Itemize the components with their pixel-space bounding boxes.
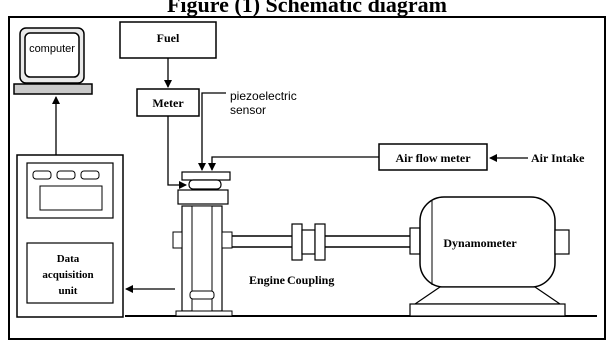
engine [172, 171, 233, 317]
computer-base [13, 83, 93, 95]
coupling-label: Coupling [287, 273, 334, 287]
engine-label: Engine [249, 273, 286, 287]
air-intake-label: Air Intake [531, 151, 585, 165]
piezo-label-line1: piezoelectric [230, 89, 297, 103]
cabinet-slot-3 [80, 170, 100, 180]
coupling-left-disc [291, 223, 303, 261]
air-flow-meter-label: Air flow meter [395, 151, 471, 165]
daq-label-line2: acquisition [42, 269, 93, 281]
engine-cylinder-head [181, 171, 231, 181]
cabinet-display [39, 185, 103, 211]
dynamometer-label: Dynamometer [443, 236, 517, 250]
coupling [291, 223, 326, 261]
dyno-left-cap [409, 227, 421, 255]
computer: computer [13, 27, 93, 95]
dynamometer [409, 196, 570, 317]
engine-left-flange [172, 231, 183, 249]
piezo-label-line2: sensor [230, 103, 266, 117]
arrow-meter-to-engine [167, 116, 187, 189]
engine-bottom-pad [189, 290, 215, 300]
figure-title: Figure (1) Schematic diagram [166, 0, 448, 17]
engine-right-flange [221, 231, 233, 249]
outer-frame [8, 16, 606, 340]
coupling-center [301, 229, 316, 255]
dyno-foot [409, 303, 566, 317]
fuel-box [119, 21, 217, 59]
air-flow-meter-box [378, 143, 488, 171]
engine-base-plate [175, 310, 233, 317]
computer-label: computer [29, 43, 75, 55]
cabinet-lower-panel [26, 242, 114, 304]
arrow-piezo-to-engine [198, 92, 226, 171]
meter-label: Meter [152, 96, 184, 110]
dyno-right-cap [554, 229, 570, 255]
cabinet-slot-1 [32, 170, 52, 180]
data-acquisition-cabinet: Data acquisition unit [16, 154, 124, 318]
fuel-label: Fuel [157, 31, 180, 45]
computer-screen [24, 32, 80, 78]
coupling-right-disc [314, 223, 326, 261]
engine-upper-block [177, 189, 229, 205]
dyno-stand [413, 286, 562, 305]
daq-label-line1: Data [57, 253, 80, 265]
engine-piston-cap [188, 179, 222, 190]
daq-label-line3: unit [59, 285, 78, 297]
cabinet-slot-2 [56, 170, 76, 180]
arrow-airflow-to-engine [208, 156, 379, 171]
